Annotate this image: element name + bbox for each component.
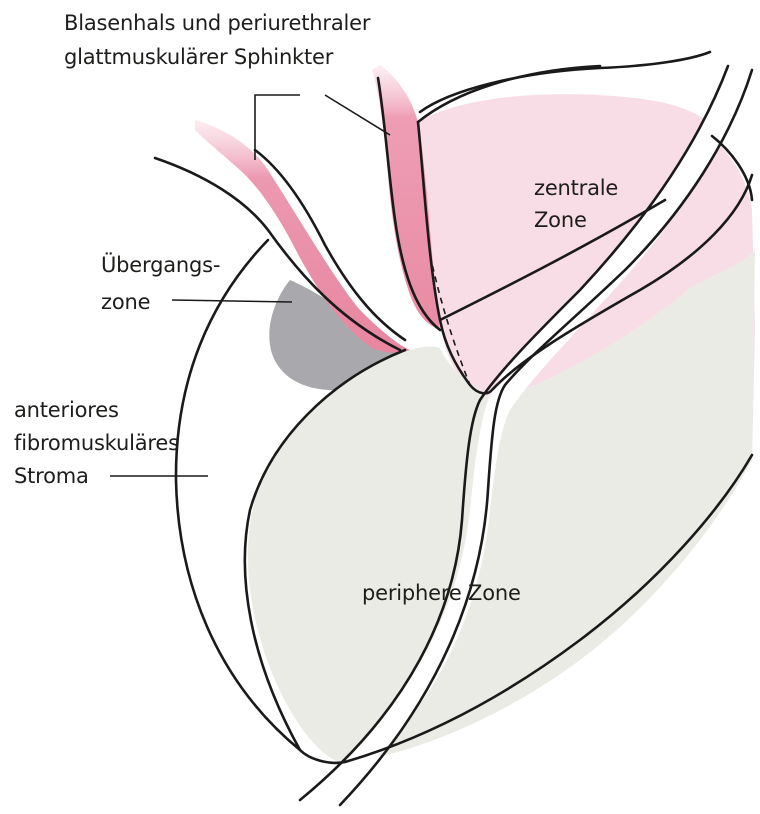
transition-zone-leader [172, 300, 292, 302]
stroma-label-line1: anteriores [14, 397, 119, 423]
stroma-label-line2: fibromuskuläres [14, 430, 179, 456]
sphincter-label-line1: Blasenhals und periurethraler [64, 10, 370, 36]
central-zone-label-line2: Zone [534, 207, 587, 233]
stroma-label-line3: Stroma [14, 463, 89, 489]
transition-zone-label-line2: zone [101, 289, 150, 315]
sphincter-label-line2: glattmuskulärer Sphinkter [64, 44, 333, 70]
sphincter-leader-left [255, 95, 300, 160]
peripheral-zone-label: periphere Zone [362, 580, 521, 606]
transition-zone-label-line1: Übergangs- [101, 252, 220, 278]
central-zone-label-line1: zentrale [534, 175, 618, 201]
